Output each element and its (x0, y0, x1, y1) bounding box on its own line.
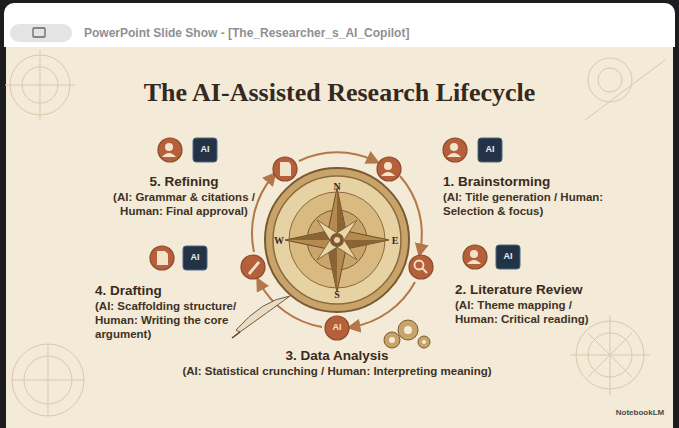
stage-text-block: 1. Brainstorming(AI: Title generation / … (440, 172, 620, 220)
stage-text-block: 2. Literature Review(AI: Theme mapping /… (452, 280, 617, 328)
compass-letter: E (392, 235, 399, 246)
stage-description: (AI: Theme mapping / Human: Critical rea… (455, 298, 614, 326)
window-bar (4, 3, 675, 47)
watermark: NotebookLM (616, 409, 664, 418)
stage-text-block: 4. Drafting(AI: Scaffolding structure/ H… (92, 281, 282, 343)
slide-title: The AI-Assisted Research Lifecycle (0, 78, 679, 108)
compass-letter: S (334, 289, 340, 300)
ai-chip-label: AI (486, 145, 495, 155)
stage-heading: 2. Literature Review (455, 282, 614, 298)
ai-chip-label: AI (191, 253, 200, 263)
stage-description: (AI: Statistical crunching / Human: Inte… (130, 364, 544, 378)
stage-heading: 1. Brainstorming (443, 174, 617, 190)
stage-description: (AI: Scaffolding structure/ Human: Writi… (95, 299, 279, 341)
window-title: PowerPoint Slide Show - [The_Researcher_… (84, 27, 409, 40)
stage-description: (AI: Title generation / Human: Selection… (443, 190, 617, 218)
stage-text-block: 3. Data Analysis(AI: Statistical crunchi… (127, 346, 547, 380)
stage-heading: 4. Drafting (95, 283, 279, 299)
ai-chip-label: AI (333, 323, 342, 333)
stage-description: (AI: Grammar & citations / Human: Final … (103, 190, 265, 218)
stage-heading: 5. Refining (103, 174, 265, 190)
ai-chip-label: AI (201, 145, 210, 155)
compass-letter: W (274, 235, 284, 246)
stage-text-block: 5. Refining(AI: Grammar & citations / Hu… (100, 172, 268, 220)
stage-heading: 3. Data Analysis (130, 348, 544, 364)
compass-letter: N (333, 181, 340, 192)
ai-chip-label: AI (504, 252, 513, 262)
